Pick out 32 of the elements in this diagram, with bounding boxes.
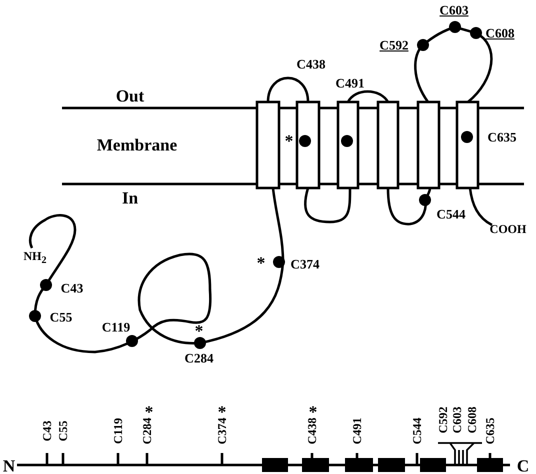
terminus-label: COOH — [490, 223, 526, 235]
sequence-position-label: C544 — [411, 418, 423, 444]
residue-label: C374 — [290, 258, 320, 270]
asterisk-mark: * — [194, 322, 204, 340]
residue-label: C491 — [336, 76, 364, 90]
residue-label: C635 — [488, 130, 516, 144]
terminus-label: C — [516, 458, 530, 474]
sequence-position-label: C119 — [112, 418, 124, 444]
sequence-position-label: C635 — [484, 418, 496, 444]
sequence-position-label: C592 — [437, 406, 449, 434]
residue-label: C608 — [486, 26, 514, 40]
terminus-label: NH$_{2}$ — [24, 250, 46, 266]
residue-label: C603 — [440, 4, 468, 16]
sequence-position-label: C438 — [306, 418, 318, 444]
residue-label: C592 — [380, 38, 408, 52]
region-label: In — [122, 190, 138, 206]
asterisk-mark: * — [256, 254, 266, 272]
residue-label: C55 — [50, 310, 72, 324]
region-label: Membrane — [96, 136, 178, 154]
sequence-position-label: C43 — [41, 420, 53, 442]
sequence-position-label: C491 — [351, 418, 363, 444]
asterisk-mark: * — [284, 132, 294, 150]
residue-label: C284 — [184, 352, 214, 364]
sequence-position-label: C608 — [466, 406, 478, 434]
residue-label: C119 — [102, 320, 130, 334]
residue-label: C43 — [60, 282, 84, 294]
residue-label: C544 — [436, 208, 466, 220]
sequence-position-label: C603 — [451, 406, 463, 434]
terminus-label: N — [2, 458, 16, 474]
residue-label: C438 — [296, 58, 326, 70]
region-label: Out — [116, 88, 144, 104]
sequence-position-label: C55 — [57, 420, 69, 442]
